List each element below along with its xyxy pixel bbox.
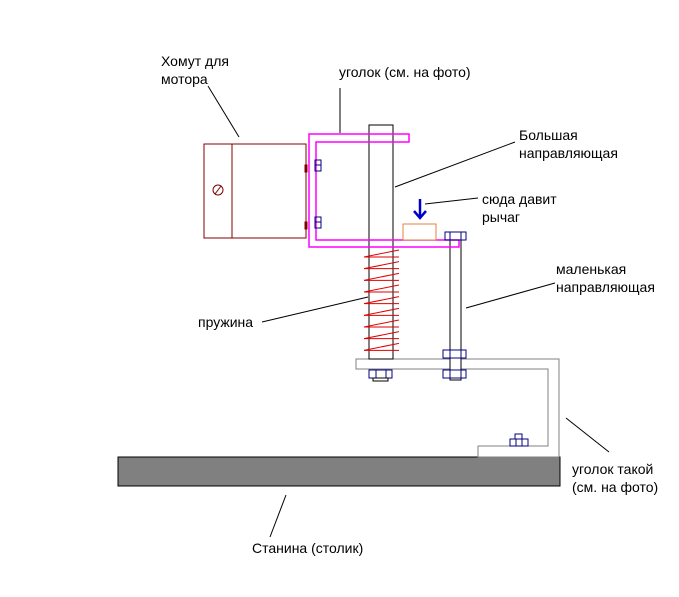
base-table [117,456,561,487]
label-small-guide: маленькая направляющая [556,261,655,295]
big-guide-rod [368,124,394,360]
label-base: Станина (столик) [252,540,363,556]
label-bracket: уголок (см. на фото) [339,64,471,80]
small-guide-top-nut [444,231,467,241]
label-big-guide: Большая направляющая [519,127,618,161]
spring-coil [363,249,400,258]
plate-nuts [368,349,467,382]
spring-coil [363,284,400,293]
spring-coil [363,307,400,316]
upper-bracket [308,133,460,248]
lever-pad [402,223,437,241]
label-angle: уголок такой (см. на фото) [572,461,658,495]
angle-bolt [509,433,529,447]
spring-coil [363,331,400,340]
spring-coil [363,342,400,351]
motor-clamp [203,143,308,239]
label-lever: сюда давит рычаг [482,191,561,225]
leader-lines [207,85,610,538]
arrow-down-icon [413,199,427,220]
spring [363,249,400,351]
spring-coil [363,272,400,281]
label-spring: пружина [198,314,253,330]
bracket-bolts [314,159,322,229]
label-motor-clamp: Хомут для мотора [161,53,233,87]
spring-coil [363,296,400,305]
lower-angle-bracket [355,358,560,458]
spring-coil [363,319,400,328]
spring-coil [363,261,400,270]
